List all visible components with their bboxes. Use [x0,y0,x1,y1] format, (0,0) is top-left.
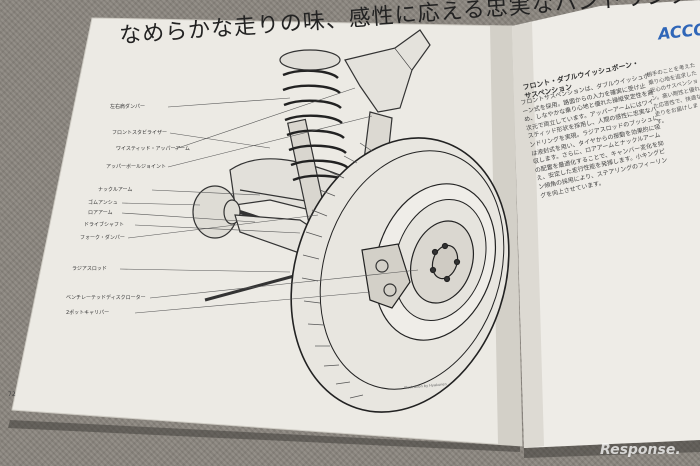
part-label: ナックルアーム [98,187,133,193]
part-label: ロアアーム [88,210,113,216]
right-page [512,0,700,448]
part-label: フロントスタビライザー [112,130,168,136]
part-label: ドライブシャフト [84,222,125,228]
part-label: 2ポットキャリパー [66,310,110,316]
watermark: Response. [600,442,681,458]
part-label: アッパーボールジョイント [106,164,167,170]
leader-lines [119,87,419,314]
part-label: ラジアスロッド [72,266,107,272]
tire [290,137,510,413]
part-label: ワイスティッド・アッパーアーム [116,146,190,152]
suspension-illustration [192,29,510,413]
page-number: 72 [8,391,16,398]
part-label: ゴムアンシュ [88,200,118,206]
part-label: ベンチレーテッドディスクローター [66,295,146,301]
part-label: フォーク・ダンパー [80,235,125,241]
part-label: 左右肩ダンパー [110,104,146,110]
